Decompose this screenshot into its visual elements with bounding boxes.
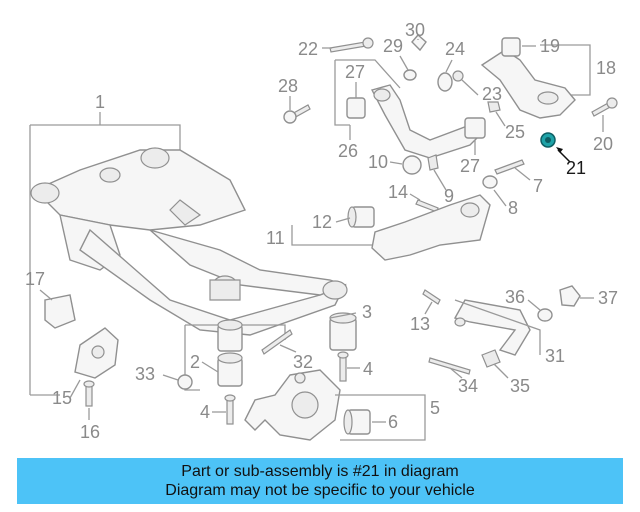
info-banner: Part or sub-assembly is #21 in diagram D… xyxy=(17,458,623,504)
label-15: 15 xyxy=(52,388,72,408)
bushing-part-12 xyxy=(347,206,375,228)
bolt-part-22 xyxy=(329,37,374,53)
nut-part-9 xyxy=(427,154,439,171)
bolt-part-4-lower xyxy=(224,394,236,425)
banner-line-2: Diagram may not be specific to your vehi… xyxy=(165,482,475,499)
subframe-part-1 xyxy=(29,124,348,396)
parts-diagram: 1 2 3 4 4 5 6 32 xyxy=(25,20,618,442)
label-11: 11 xyxy=(266,228,285,248)
label-9: 9 xyxy=(444,186,454,206)
label-25: 25 xyxy=(505,122,525,142)
label-13: 13 xyxy=(410,314,430,334)
bolt-part-4-upper xyxy=(337,351,349,382)
label-27a: 27 xyxy=(345,62,365,82)
label-4a: 4 xyxy=(363,359,373,379)
bolt-part-28 xyxy=(283,104,311,124)
washer-part-29 xyxy=(403,69,417,81)
nut-part-25 xyxy=(487,101,501,113)
label-35: 35 xyxy=(510,376,530,396)
label-22: 22 xyxy=(298,39,318,59)
bushing-part-27-upper xyxy=(346,97,366,119)
bushing-part-6 xyxy=(343,409,371,435)
label-37: 37 xyxy=(598,288,618,308)
bolt-part-13 xyxy=(422,289,441,305)
bolt-part-34 xyxy=(428,357,471,375)
bushing-part-10 xyxy=(402,155,422,175)
nut-part-37 xyxy=(559,285,581,307)
label-10: 10 xyxy=(368,152,388,172)
label-20: 20 xyxy=(593,134,613,154)
upper-arm-part-26 xyxy=(370,84,481,159)
washer-part-36 xyxy=(537,308,553,322)
label-28: 28 xyxy=(278,76,298,96)
label-24: 24 xyxy=(445,39,465,59)
label-18: 18 xyxy=(596,58,616,78)
label-14: 14 xyxy=(388,182,408,202)
bolt-part-16 xyxy=(83,380,95,407)
banner-line-1: Part or sub-assembly is #21 in diagram xyxy=(181,463,459,480)
bushing-part-24 xyxy=(437,70,464,92)
label-30: 30 xyxy=(405,20,425,40)
label-36: 36 xyxy=(505,287,525,307)
toe-link-part-31 xyxy=(453,299,531,356)
nut-part-30 xyxy=(411,34,427,52)
highlighted-part-21[interactable] xyxy=(540,132,556,148)
label-31: 31 xyxy=(545,346,565,366)
lower-arm-part-18 xyxy=(480,37,576,119)
label-12: 12 xyxy=(312,212,332,232)
label-33: 33 xyxy=(135,364,155,384)
bracket-part-17 xyxy=(44,294,76,329)
label-7: 7 xyxy=(533,176,543,196)
knuckle-part-5 xyxy=(244,369,341,441)
mount-part-15 xyxy=(74,327,119,379)
bushing-part-27-lower xyxy=(464,117,486,139)
label-23: 23 xyxy=(482,84,502,104)
label-26: 26 xyxy=(338,141,358,161)
label-19: 19 xyxy=(540,36,560,56)
label-8: 8 xyxy=(508,198,518,218)
label-21: 21 xyxy=(566,158,586,178)
label-2: 2 xyxy=(190,352,200,372)
bolt-part-20 xyxy=(591,97,618,117)
trailing-arm-part-11 xyxy=(371,194,491,261)
label-34: 34 xyxy=(458,376,478,396)
label-6: 6 xyxy=(388,412,398,432)
label-3: 3 xyxy=(362,302,372,322)
label-1: 1 xyxy=(95,92,105,112)
bolt-part-7 xyxy=(494,159,525,175)
bushing-part-3 xyxy=(329,312,357,351)
label-29: 29 xyxy=(383,36,403,56)
bushing-part-2 xyxy=(217,319,243,387)
label-32: 32 xyxy=(293,352,313,372)
nut-part-35 xyxy=(481,349,501,368)
label-17: 17 xyxy=(25,269,45,289)
label-5: 5 xyxy=(430,398,440,418)
washer-part-8 xyxy=(482,175,498,189)
label-16: 16 xyxy=(80,422,100,442)
label-27b: 27 xyxy=(460,156,480,176)
nut-part-33 xyxy=(177,374,193,390)
label-4b: 4 xyxy=(200,402,210,422)
bolt-part-32 xyxy=(261,329,293,355)
